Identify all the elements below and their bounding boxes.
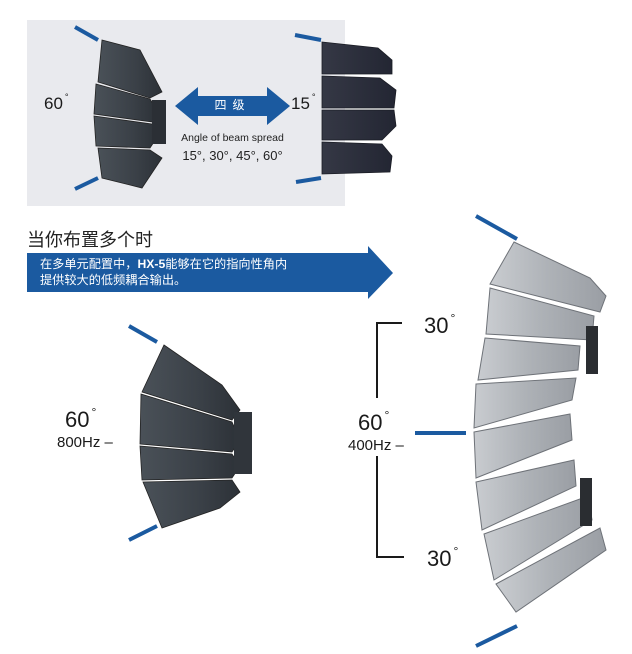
small-array-angle: 60°: [65, 405, 97, 432]
large-array-frequency: 400Hz –: [348, 437, 404, 454]
coverage-marker-bottom: [128, 524, 158, 542]
speaker-cabinet: [97, 39, 163, 99]
speaker-array-60-small: [128, 324, 252, 542]
beam-spread-values: 15°, 30°, 45°, 60°: [182, 148, 283, 163]
coverage-marker-bottom: [475, 624, 518, 648]
banner-line-2: 提供较大的低频耦合输出。: [40, 273, 187, 287]
coverage-marker-top: [74, 25, 99, 42]
speaker-cabinet: [97, 147, 163, 189]
speaker-cabinet: [321, 141, 393, 175]
speaker-cabinet: [475, 459, 577, 531]
angle-label-15: 15°: [291, 92, 316, 113]
top-angle-label: 30°: [424, 311, 456, 338]
speaker-cabinet: [489, 241, 607, 313]
speaker-cabinet: [321, 75, 397, 109]
large-array-angle: 60°: [356, 408, 392, 436]
info-banner-text: 在多单元配置中，HX-5能够在它的指向性角内 提供较大的低频耦合输出。: [40, 256, 370, 288]
bottom-angle-label: 30°: [427, 544, 459, 571]
speaker-array-large: [473, 214, 607, 648]
rigging-bracket: [586, 326, 598, 374]
coverage-marker-bottom: [295, 176, 322, 184]
double-arrow: [175, 87, 290, 125]
speaker-array-60-top: [74, 25, 166, 191]
speaker-array-15: [294, 33, 397, 184]
banner-line-1: 在多单元配置中，HX-5能够在它的指向性角内: [40, 257, 288, 271]
arrow-label: 四级: [214, 98, 251, 112]
coverage-marker-bottom: [74, 176, 99, 191]
speaker-cabinet: [321, 109, 397, 141]
small-array-frequency: 800Hz –: [57, 434, 113, 451]
rigging-bracket: [234, 412, 252, 474]
speaker-cabinet: [477, 337, 581, 381]
section-title: 当你布置多个时: [27, 230, 153, 251]
info-banner-arrow: [27, 246, 393, 299]
speaker-cabinet: [473, 413, 573, 479]
beam-spread-caption: Angle of beam spread: [181, 132, 284, 144]
speaker-cabinet: [473, 377, 577, 429]
coverage-marker-top: [475, 214, 518, 241]
speaker-cabinet: [142, 479, 241, 529]
rigging-bracket: [152, 100, 166, 144]
coverage-marker-top: [128, 324, 158, 344]
angle-bracket: [376, 322, 466, 558]
angle-label-60: 60°: [44, 92, 69, 113]
speaker-cabinet: [321, 41, 393, 75]
coverage-marker-top: [294, 33, 322, 42]
speaker-cabinet: [495, 527, 607, 613]
rigging-bracket: [580, 478, 592, 526]
